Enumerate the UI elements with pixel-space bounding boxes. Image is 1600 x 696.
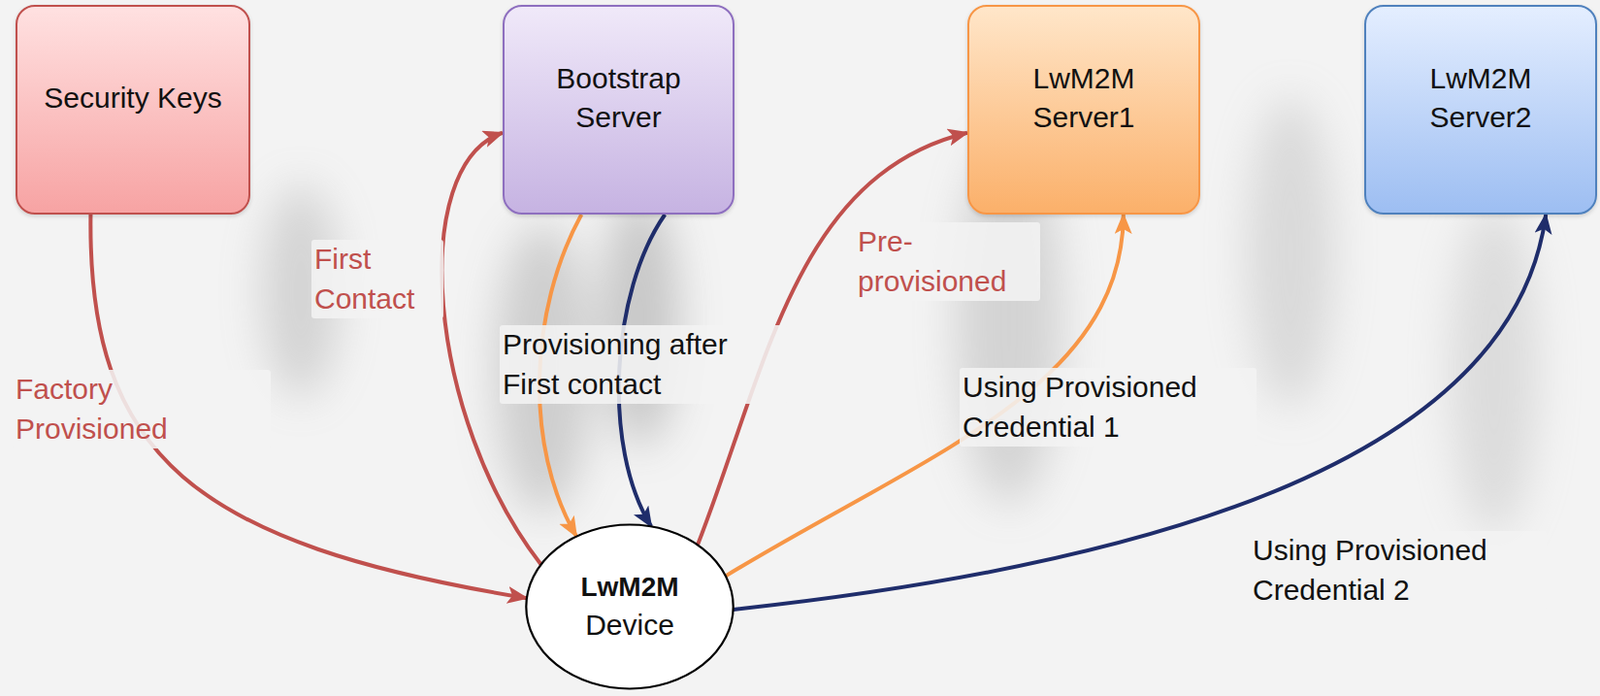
component-box: LwM2M Server1 [967,4,1201,215]
node-label: LwM2M [580,568,679,606]
edge-label: Provisioning after First contact [499,325,787,404]
edge-label: Using Provisioned Credential 2 [1249,530,1547,610]
component-box: LwM2M Server2 [1364,4,1598,215]
blurred-figures [261,97,1538,534]
component-box: Security Keys [15,4,251,215]
node-label: LwM2M Server1 [984,59,1183,138]
component-box: Bootstrap Server [502,4,735,215]
device-ellipse: LwM2MDevice [522,521,737,692]
node-label: Device [585,605,675,646]
connector-arrow [733,214,1547,610]
node-label: Security Keys [43,78,222,119]
edge-label: Factory Provisioned [12,369,271,449]
node-label: LwM2M Server2 [1381,59,1580,138]
edge-label: Using Provisioned Credential 1 [959,367,1257,447]
edge-label: Pre-provisioned [854,222,1041,301]
edge-label: First Contact [311,239,444,319]
node-label: Bootstrap Server [520,59,718,138]
ellipse-outline [522,521,737,692]
